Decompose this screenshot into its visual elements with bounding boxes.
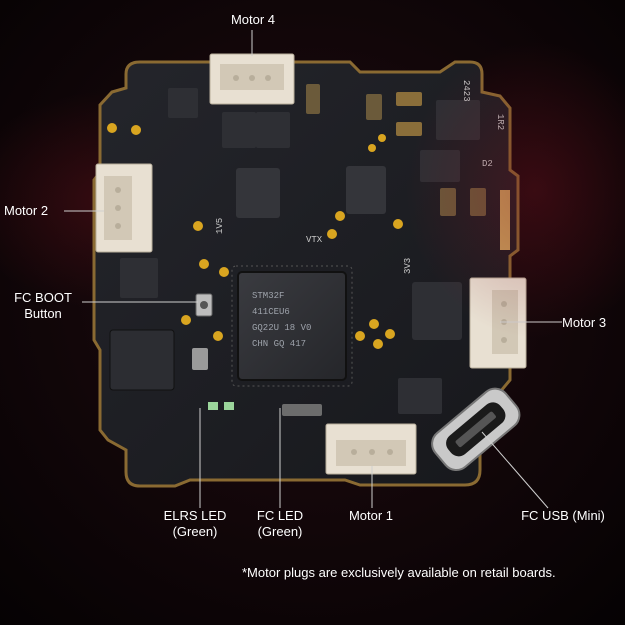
mcu-line-4: CHN GQ 417 [252,339,306,349]
driver-chip-i [420,150,460,182]
silk-vtx: VTX [306,235,323,245]
capacitor [306,84,320,114]
motor2-label: Motor 2 [4,203,49,218]
elrs-led [208,402,218,410]
silk-2423: 2423 [461,80,471,102]
driver-chip-d [222,112,256,148]
capacitor [440,188,456,216]
motor4-label: Motor 4 [230,12,276,27]
silk-1v5: 1V5 [215,218,225,234]
elrs-led-label: ELRS LED (Green) [150,508,240,540]
fc-boot-label: FC BOOT Button [8,290,78,322]
flash-chip [109,329,175,391]
fc-led-label: FC LED (Green) [240,508,320,540]
led-resistor [282,404,322,416]
mcu-line-1: STM32F [252,291,284,301]
capacitor-row [500,190,510,250]
driver-chip-j [398,378,442,414]
mcu-pin-ring [231,265,353,387]
fc-usb-label: FC USB (Mini) [521,508,605,523]
fc-led-line-2: (Green) [257,524,303,539]
footnote: *Motor plugs are exclusively available o… [242,565,556,580]
driver-chip-h [120,258,158,298]
motor4-connector [209,53,295,105]
fc-boot-line-2: Button [24,306,62,321]
motor1-label: Motor 1 [348,508,394,523]
motor3-connector [469,277,527,369]
crystal [192,348,208,370]
silk-d2: D2 [482,159,493,169]
capacitor [396,122,422,136]
usb-connector [431,387,521,472]
capacitor [470,188,486,216]
fc-led-line-1: FC LED [256,508,304,523]
mcu-chip [237,271,347,381]
mcu-line-3: GQ22U 18 V0 [252,323,311,333]
fc-led [224,402,234,410]
driver-chip-g [436,100,480,140]
mcu-line-2: 411CEU6 [252,307,290,317]
fc-boot-line-1: FC BOOT [14,290,72,305]
capacitor [366,94,382,120]
silk-1r2: 1R2 [495,114,505,130]
driver-chip-e [256,112,290,148]
motor1-connector [325,423,417,475]
elrs-led-line-1: ELRS LED [163,508,227,523]
silk-3v3: 3V3 [403,258,413,274]
capacitor [396,92,422,106]
elrs-led-line-2: (Green) [172,524,218,539]
gold-pads [107,123,403,349]
driver-chip-a [236,168,280,218]
motor3-label: Motor 3 [562,315,607,330]
driver-chip-f [168,88,198,118]
motor2-connector [95,163,153,253]
driver-chip-b [346,166,386,214]
driver-chip-c [412,282,462,340]
